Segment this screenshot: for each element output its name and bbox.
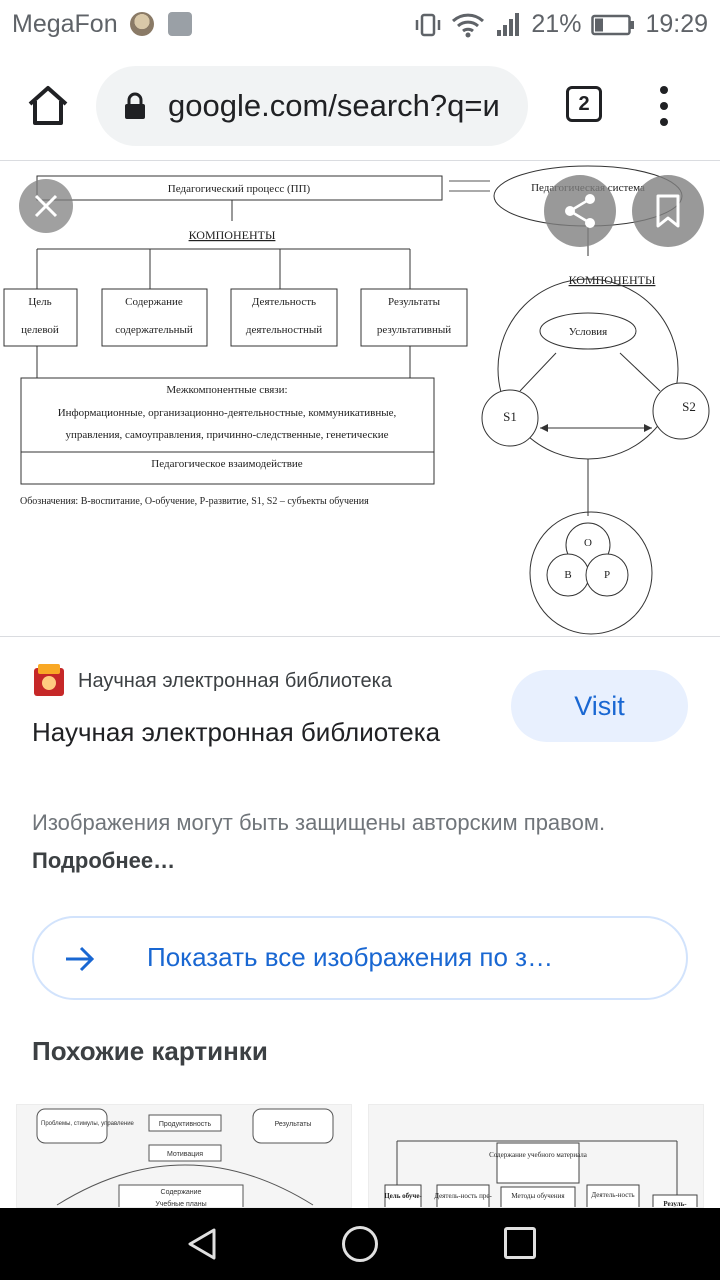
components-label-right: КОМПОНЕНТЫ [569, 273, 656, 287]
thumb2-label-4: Деятель-ность [591, 1191, 634, 1199]
share-button[interactable] [544, 175, 616, 247]
image-title[interactable]: Научная электронная библиотека [32, 717, 441, 747]
thumb1-label-4: Содержание [161, 1189, 202, 1196]
thumb1-label-0: Проблемы, стимулы, управление [41, 1121, 135, 1127]
thumb2-label-1: Цель обуче- [384, 1192, 422, 1200]
thumb1-label-5: Учебные планы [155, 1200, 206, 1208]
v-label: В [564, 569, 571, 581]
battery-percent: 21% [531, 10, 582, 38]
url-text[interactable]: google.com/search?q=и [168, 88, 500, 123]
share-icon [565, 194, 595, 228]
thumb2-label-3: Методы обучения [511, 1192, 565, 1200]
battery-icon [591, 14, 635, 35]
status-bar: MegaFon 21% 19:29 [0, 0, 720, 48]
process-title: Педагогический процесс (ПП) [168, 183, 311, 195]
more-info-link[interactable]: Подробнее… [32, 848, 176, 873]
r-label: Р [604, 569, 610, 581]
box-activity-l2: деятельностный [246, 324, 322, 336]
box-content-l2: содержательный [115, 324, 193, 336]
copyright-notice: Изображения могут быть защищены авторски… [32, 804, 672, 880]
back-icon[interactable] [184, 1226, 220, 1262]
system-nav-bar [0, 1208, 720, 1280]
o-label: О [584, 537, 592, 549]
show-all-images-button[interactable]: Показать все изображения по з… [32, 916, 688, 1000]
related-thumbnail-1[interactable]: Проблемы, стимулы, управление Продуктивн… [16, 1104, 352, 1208]
clock: 19:29 [645, 10, 708, 38]
close-icon [34, 194, 58, 218]
recents-icon[interactable] [504, 1227, 536, 1259]
conditions-label: Условия [569, 326, 607, 338]
box-results-l2: результативный [377, 324, 451, 336]
thumb2-label-0: Содержание учебного материала [489, 1151, 588, 1159]
box-results-l1: Результаты [388, 296, 441, 308]
thumb2-label-5: Резуль- [663, 1200, 687, 1208]
thumbnail-2-diagram: Содержание учебного материала Цель обуче… [384, 1140, 698, 1208]
signal-icon [497, 12, 520, 36]
close-button[interactable] [19, 179, 73, 233]
source-site-name[interactable]: Научная электронная библиотека [78, 670, 392, 692]
address-bar[interactable]: google.com/search?q=и [96, 66, 528, 146]
home-icon[interactable] [24, 82, 72, 130]
save-button[interactable] [632, 175, 704, 247]
box-goal-l1: Цель [28, 296, 51, 308]
copyright-text: Изображения могут быть защищены авторски… [32, 810, 606, 835]
thumb1-label-3: Мотивация [167, 1151, 203, 1158]
box-content-l1: Содержание [125, 296, 183, 308]
image-notification-icon [168, 12, 192, 36]
vibrate-icon [416, 13, 441, 36]
preview-divider [0, 636, 720, 637]
legend-text: Обозначения: В-воспитание, О-обучение, Р… [20, 496, 369, 507]
links-title: Межкомпонентные связи: [166, 384, 287, 396]
arrow-right-icon [66, 946, 95, 972]
carrier-name: MegaFon [12, 10, 118, 38]
s2-label: S2 [682, 399, 696, 414]
diagram-image: Педагогический процесс (ПП) КОМПОНЕНТЫ Ц… [3, 165, 710, 635]
thumb1-label-2: Результаты [275, 1121, 312, 1128]
related-thumbnail-2[interactable]: Содержание учебного материала Цель обуче… [368, 1104, 704, 1208]
s1-label: S1 [503, 409, 517, 424]
avatar-notification-icon [130, 12, 154, 36]
tabs-button[interactable]: 2 [566, 86, 602, 122]
more-vert-icon[interactable] [650, 84, 678, 128]
bookmark-icon [656, 194, 680, 228]
browser-toolbar: google.com/search?q=и 2 [0, 56, 720, 156]
links-line2: управления, самоуправления, причинно-сле… [66, 429, 389, 441]
thumb1-label-1: Продуктивность [159, 1121, 212, 1128]
toolbar-divider [0, 160, 720, 161]
components-label-left: КОМПОНЕНТЫ [189, 228, 276, 242]
interaction-label: Педагогическое взаимодействие [151, 458, 303, 470]
library-logo-icon [34, 664, 64, 696]
home-circle-icon[interactable] [342, 1226, 378, 1262]
thumb2-label-2: Деятель-ность пре- [434, 1192, 492, 1200]
status-right: 21% 19:29 [415, 10, 708, 39]
lock-icon [125, 92, 145, 119]
box-activity-l1: Деятельность [252, 296, 316, 308]
visit-button[interactable]: Visit [511, 670, 688, 742]
links-line1: Информационные, организационно-деятельно… [58, 407, 397, 419]
wifi-icon [452, 13, 485, 37]
related-images-title: Похожие картинки [32, 1036, 268, 1066]
show-all-label: Показать все изображения по з… [147, 942, 554, 972]
box-goal-l2: целевой [21, 324, 59, 336]
thumbnail-1-diagram: Проблемы, стимулы, управление Продуктивн… [36, 1108, 334, 1208]
